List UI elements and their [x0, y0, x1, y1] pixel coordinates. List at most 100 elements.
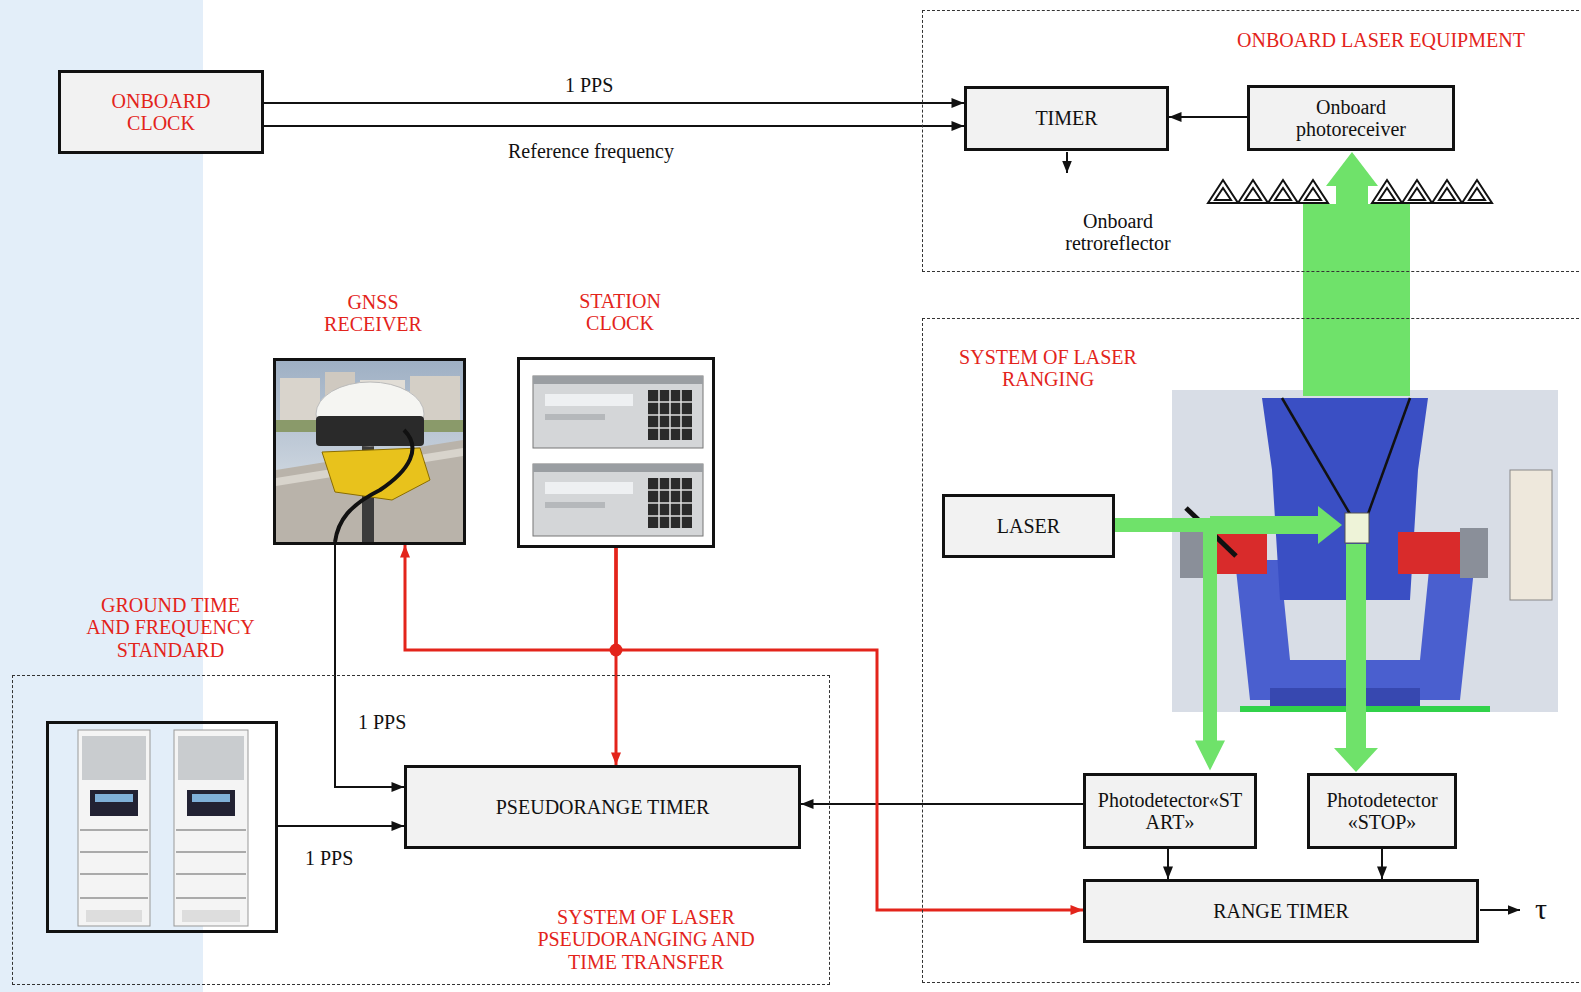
box-label: PSEUDORANGE TIMER	[496, 796, 710, 818]
standard-racks-photo-part	[95, 794, 133, 802]
edge-label: Reference frequency	[508, 140, 674, 162]
retroreflector-array-part	[1238, 180, 1268, 203]
gnss-photo	[276, 361, 463, 542]
retroreflector-array-part	[1268, 180, 1298, 203]
light-beams-part	[1318, 506, 1342, 544]
light-beams-part	[1334, 748, 1378, 772]
gnss-receiver: GNSS RECEIVER	[273, 358, 466, 545]
standard-racks-photo-part	[80, 830, 148, 898]
time-signal-line	[616, 548, 1083, 910]
beam-splitter	[1345, 513, 1369, 543]
station-clock-photo-part	[533, 464, 703, 536]
station-clock-photo-part	[533, 376, 703, 448]
laser-box: LASER	[942, 494, 1115, 558]
standard-racks-photo-part	[176, 830, 246, 898]
box-label: Onboard photoreceiver	[1276, 96, 1426, 141]
signal-arrow	[801, 803, 1083, 805]
station-clock-photo-part	[648, 390, 692, 440]
light-beams-part	[1303, 204, 1410, 396]
range-timer-box: RANGE TIMER	[1083, 879, 1479, 943]
retroreflector-array-part	[1432, 180, 1462, 203]
laser-beam	[1115, 525, 1210, 751]
signal-arrow	[264, 125, 964, 127]
range-output-arrow	[1480, 909, 1520, 911]
light-beams-part	[1346, 544, 1366, 750]
retroreflector-array-part	[1462, 180, 1492, 203]
standard-racks-photo-part	[82, 736, 146, 780]
gnss-photo-part	[316, 416, 424, 446]
pseudoranging-region: SYSTEM OF LASER PSEUDORANGING AND TIME T…	[12, 675, 830, 985]
station-clock-photo-part	[545, 502, 605, 508]
light-beams-part	[1326, 152, 1378, 204]
ranging-region: SYSTEM OF LASER RANGING LASER Photodetecto…	[922, 318, 1581, 983]
light-beams	[1210, 152, 1410, 772]
edge-label: 1 PPS	[305, 847, 353, 869]
retroreflector-array-part	[1298, 180, 1328, 203]
standard-racks-photo-part	[86, 910, 142, 922]
telescope-picture-part	[1460, 528, 1488, 578]
signal-arrow	[1169, 116, 1247, 118]
gnss-photo-part	[276, 440, 463, 542]
station-clock-photo-part	[648, 478, 692, 528]
retroreflector-array	[1208, 180, 1492, 203]
timer-box: TIMER	[964, 86, 1169, 151]
signal-arrow	[335, 545, 404, 787]
output-symbol: τ	[1526, 892, 1556, 926]
signal-arrow	[264, 102, 964, 104]
station-clock-photo-part	[648, 478, 692, 528]
clock-box: ONBOARD CLOCK	[58, 70, 264, 154]
light-beams-part	[1210, 516, 1320, 534]
gnss-photo-part	[335, 430, 412, 542]
box-label: Photodetector «STOP»	[1316, 789, 1448, 834]
standard-racks-photo-part	[174, 730, 248, 926]
station-clock: STATION CLOCK	[517, 357, 715, 548]
edge-label: 1 PPS	[565, 74, 613, 96]
edge-label: 1 PPS	[358, 711, 406, 733]
signal-arrow	[278, 825, 404, 827]
station-clock-photo-part	[545, 414, 605, 420]
standard-racks-photo-part	[192, 794, 230, 802]
receiver-box: Onboard photoreceiver	[1247, 85, 1455, 151]
heading-label: ONBOARD LASER EQUIPMENT	[1201, 29, 1561, 51]
box-label: TIMER	[1035, 107, 1097, 129]
standard-racks-photo	[78, 730, 248, 926]
station-clock-photo-part	[533, 464, 703, 472]
standard-racks-photo-part	[78, 730, 150, 926]
start-detector-box: Photodetector«START»	[1083, 773, 1257, 849]
retroreflector-label: Onboard retroreflector	[1038, 210, 1198, 255]
equipment-region: ONBOARD LASER EQUIPMENT TIMER Onboard phot…	[922, 10, 1581, 272]
retroreflector-array-part	[1372, 180, 1402, 203]
station-clock-photo-part	[648, 390, 692, 440]
box-label: LASER	[997, 515, 1060, 537]
telescope-picture-part	[1368, 398, 1410, 514]
station-clock-photo-part	[545, 482, 633, 494]
telescope-picture-part	[1398, 532, 1460, 574]
time-signal-line	[405, 545, 616, 650]
heading-label: GROUND TIME AND FREQUENCY STANDARD	[83, 594, 258, 661]
standard-racks-photo-part	[90, 790, 138, 816]
heading-label: SYSTEM OF LASER RANGING	[948, 346, 1148, 391]
timer-output-arrow	[1066, 152, 1068, 173]
heading-label: SYSTEM OF LASER PSEUDORANGING AND TIME T…	[516, 906, 776, 973]
standard-racks-photo-part	[178, 736, 244, 780]
frequency-standard: GROUND TIME AND FREQUENCY STANDARD	[46, 721, 278, 933]
telescope-picture-part	[1180, 528, 1206, 578]
retroreflector-array-part	[1402, 180, 1432, 203]
box-label: ONBOARD CLOCK	[101, 90, 221, 135]
standard-racks-photo-part	[187, 790, 235, 816]
pseudorange-timer-box: PSEUDORANGE TIMER	[404, 765, 801, 849]
station-clock-photo-part	[533, 376, 703, 384]
telescope-picture-part	[1282, 398, 1350, 514]
station-clock-photo-part	[545, 394, 633, 406]
telescope-picture-part	[1510, 470, 1552, 600]
station-clock-photo	[533, 376, 703, 536]
gnss-photo-part	[280, 378, 320, 426]
heading-label: GNSS RECEIVER	[308, 291, 438, 336]
box-label: RANGE TIMER	[1213, 900, 1349, 922]
box-label: Photodetector«START»	[1092, 789, 1248, 834]
signal-arrow	[1381, 849, 1383, 879]
retroreflector-array-part	[1208, 180, 1238, 203]
stop-detector-box: Photodetector «STOP»	[1307, 773, 1457, 849]
gnss-photo-part	[276, 361, 463, 542]
